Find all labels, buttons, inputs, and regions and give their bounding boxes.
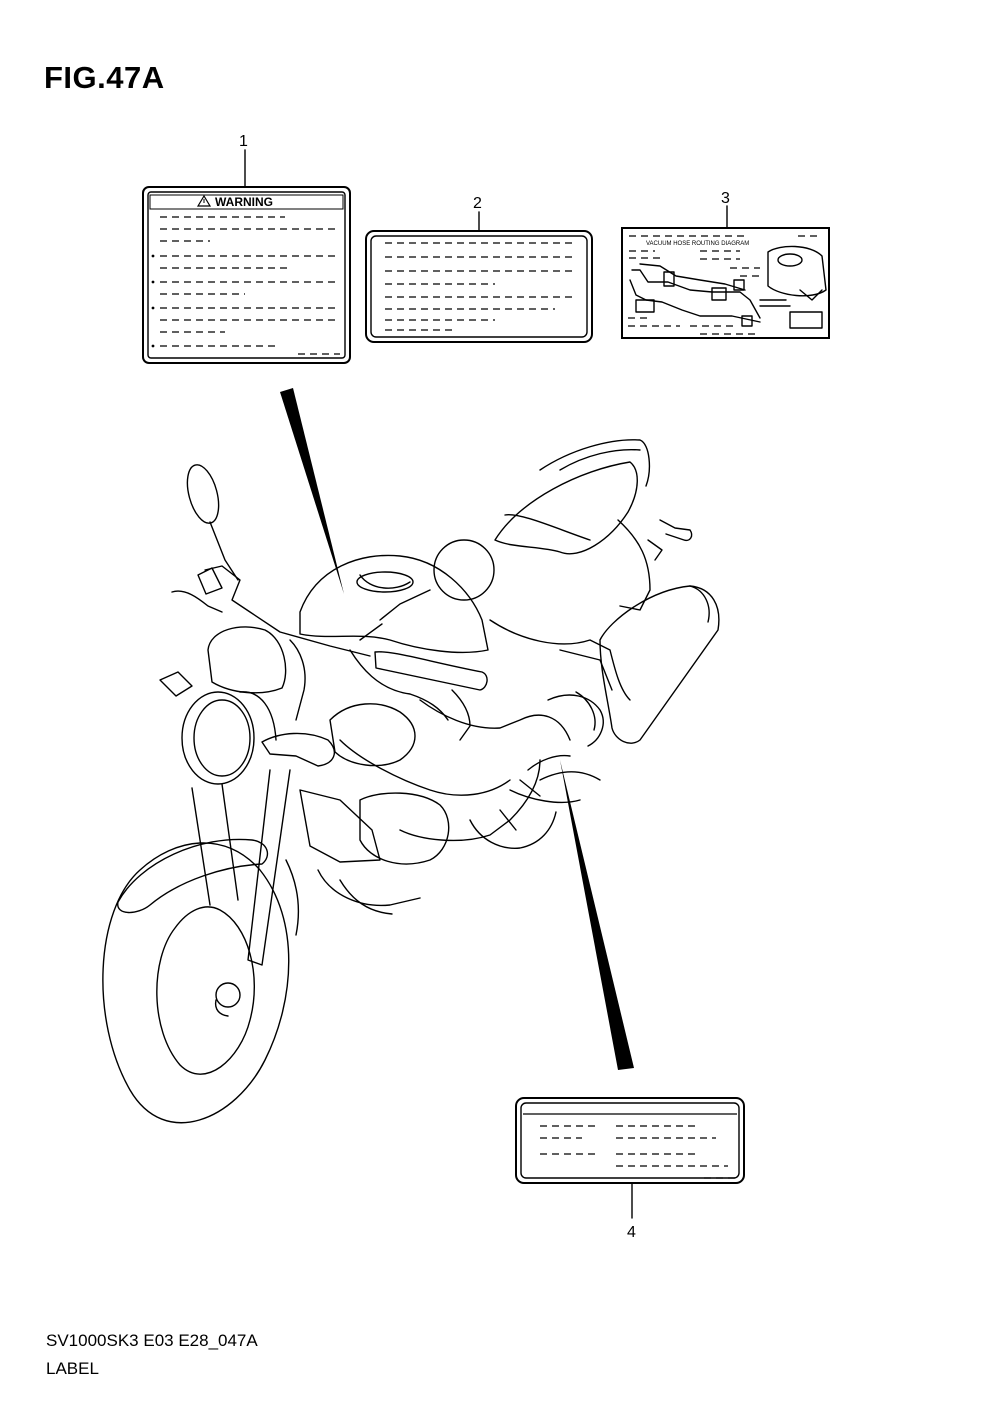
pointer-label-1 (280, 388, 344, 594)
callout-2: 2 (473, 195, 482, 212)
pointer-label-4 (560, 760, 634, 1070)
callout-3: 3 (721, 190, 730, 207)
vacuum-heading: VACUUM HOSE ROUTING DIAGRAM (646, 241, 749, 247)
warning-heading: WARNING (215, 195, 273, 209)
motorcycle-illustration (102, 439, 720, 1124)
label-3-vacuum-hose-routing[interactable]: VACUUM HOSE ROUTING DIAGRAM (621, 227, 830, 339)
figure-description: LABEL (46, 1359, 99, 1378)
label-2[interactable] (365, 230, 593, 343)
callout-4: 4 (627, 1224, 636, 1241)
warning-triangle-icon (196, 194, 212, 207)
figure-code: SV1000SK3 E03 E28_047A (46, 1331, 258, 1350)
label-4[interactable] (515, 1097, 745, 1184)
label-1-warning[interactable]: WARNING (142, 186, 351, 364)
callout-1: 1 (239, 133, 248, 150)
figure-title: FIG.47A (44, 60, 165, 95)
